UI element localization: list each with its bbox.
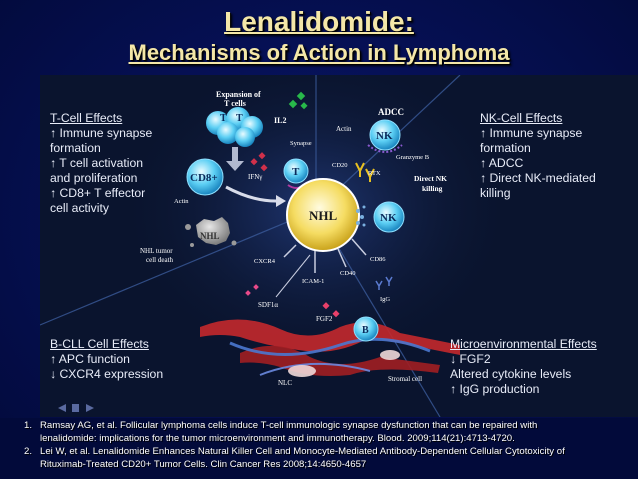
microenvironmental-effects-heading: Microenvironmental Effects — [450, 337, 597, 351]
synapse-t-label: T — [292, 166, 300, 178]
label-sdf: SDF1α — [258, 301, 278, 309]
cluster-t-1: T — [220, 113, 227, 124]
label-actin-left: Actin — [174, 198, 189, 205]
expansion-arrow — [226, 147, 244, 171]
label-synapse: Synapse — [290, 140, 312, 147]
viewer-toolbar-glyphs — [58, 404, 94, 412]
mechanism-diagram-panel: Expansion of T cells T T IL2 ADCC Actin … — [39, 50, 638, 418]
dying-nhl-cell — [185, 217, 237, 247]
label-adcc: ADCC — [378, 107, 404, 117]
reference-line: Ramsay AG, et al. Follicular lymphoma ce… — [40, 420, 538, 431]
t-cell-effects: T-Cell Effects ↑ Immune synapse formatio… — [50, 111, 152, 216]
synapse-t-cell — [283, 158, 309, 184]
nk-cell-direct — [373, 201, 405, 233]
t-cell-effects-line: ↑ Immune synapse — [50, 126, 153, 140]
references: 1. Ramsay AG, et al. Follicular lymphoma… — [0, 418, 638, 479]
label-igg: IgG — [380, 296, 390, 303]
ifn-diamonds — [250, 152, 268, 172]
cluster-t-2: T — [236, 113, 243, 124]
reference-line: lenalidomide: implications for the tumor… — [40, 432, 515, 444]
nk-cell-effects-heading: NK-Cell Effects — [480, 111, 563, 125]
label-actin-top: Actin — [336, 125, 352, 133]
nhl-label: NHL — [309, 208, 338, 223]
label-il2: IL2 — [274, 116, 286, 125]
mechanism-diagram: Expansion of T cells T T IL2 ADCC Actin … — [39, 50, 516, 418]
label-nhl-death-1: NHL tumor — [140, 247, 173, 255]
reference-line: Rituximab-Treated CD20+ Tumor Cells. Cli… — [40, 458, 367, 470]
nhl-cell — [286, 178, 360, 252]
nk-cell-top — [369, 119, 401, 151]
microenvironmental-effects-line: ↓ FGF2 — [450, 352, 491, 366]
t-cell-effects-heading: T-Cell Effects — [50, 111, 123, 125]
nk-direct-label: NK — [380, 212, 397, 224]
label-fgf2: FGF2 — [316, 315, 333, 323]
reference-line: Lei W, et al. Lenalidomide Enhances Natu… — [40, 446, 565, 457]
nk-cell-effects-line: formation — [480, 141, 531, 155]
dying-nhl-label: NHL — [200, 231, 220, 241]
t-cell-effects-line: ↑ T cell activation — [50, 156, 144, 170]
label-rtx: RTX — [368, 170, 381, 177]
nk-cell-effects-line: ↑ Immune synapse — [480, 126, 583, 140]
nk-top-label: NK — [376, 130, 393, 142]
nk-cell-effects-line: ↑ ADCC — [480, 156, 524, 170]
t-cell-effects-line: cell activity — [50, 201, 109, 215]
slide-title: Lenalidomide: — [224, 6, 414, 37]
microenvironmental-effects-line: Altered cytokine levels — [450, 367, 572, 381]
label-direct-nk: Direct NK — [414, 174, 447, 183]
b-cll-effects-heading: B-CLL Cell Effects — [50, 337, 149, 351]
cd8-arrowhead — [276, 195, 286, 207]
b-cll-effects: B-CLL Cell Effects ↑ APC function ↓ CXCR… — [50, 337, 163, 382]
b-cell — [353, 316, 379, 342]
label-cd20: CD20 — [332, 162, 348, 169]
t-cell-effects-line: and proliferation — [50, 171, 138, 185]
sdf-diamonds — [245, 284, 259, 296]
label-stromal: Stromal cell — [388, 375, 422, 383]
reference-number: 1. — [24, 420, 33, 431]
receptor-stalks — [283, 238, 367, 273]
reference-number: 2. — [24, 446, 33, 457]
nk-cell-effects-line: killing — [480, 186, 511, 200]
microenvironmental-effects-line: ↑ IgG production — [450, 382, 540, 396]
label-killing: killing — [422, 184, 443, 193]
stromal-network — [200, 319, 460, 377]
nk-cell-effects: NK-Cell Effects ↑ Immune synapse formati… — [480, 111, 596, 201]
sdf-arrow — [275, 254, 311, 298]
b-cll-effects-line: ↑ APC function — [50, 352, 130, 366]
label-cd86: CD86 — [370, 256, 386, 263]
t-cell-effects-line: formation — [50, 141, 101, 155]
label-nhl-death-2: cell death — [146, 256, 174, 264]
b-cll-effects-line: ↓ CXCR4 expression — [50, 367, 164, 381]
label-expansion: Expansion of — [216, 90, 261, 99]
il2-diamonds — [288, 91, 308, 110]
label-granzyme: Granzyme B — [396, 154, 430, 161]
t-cell-effects-line: ↑ CD8+ T effector — [50, 186, 146, 200]
cd8-label: CD8+ — [190, 172, 218, 184]
slide-subtitle: Mechanisms of Action in Lymphoma — [128, 40, 510, 65]
microenvironmental-effects: Microenvironmental Effects ↓ FGF2 Altere… — [450, 337, 597, 397]
cd8-cell — [186, 158, 224, 196]
igg-molecules — [375, 276, 393, 290]
label-icam: ICAM-1 — [302, 278, 324, 285]
label-cd40: CD40 — [340, 270, 356, 277]
nk-cell-effects-line: ↑ Direct NK-mediated — [480, 171, 596, 185]
label-t-cells: T cells — [224, 99, 246, 108]
granules — [356, 205, 366, 227]
cd8-to-nhl-arrow — [225, 185, 277, 203]
fgf2-diamonds — [322, 302, 340, 318]
label-ifn: IFNγ — [248, 173, 262, 181]
rituximab-markers — [355, 162, 375, 182]
label-cxcr4: CXCR4 — [254, 258, 276, 265]
t-cell-cluster — [206, 107, 263, 147]
b-cell-label: B — [362, 325, 369, 336]
label-nlc: NLC — [278, 379, 292, 387]
